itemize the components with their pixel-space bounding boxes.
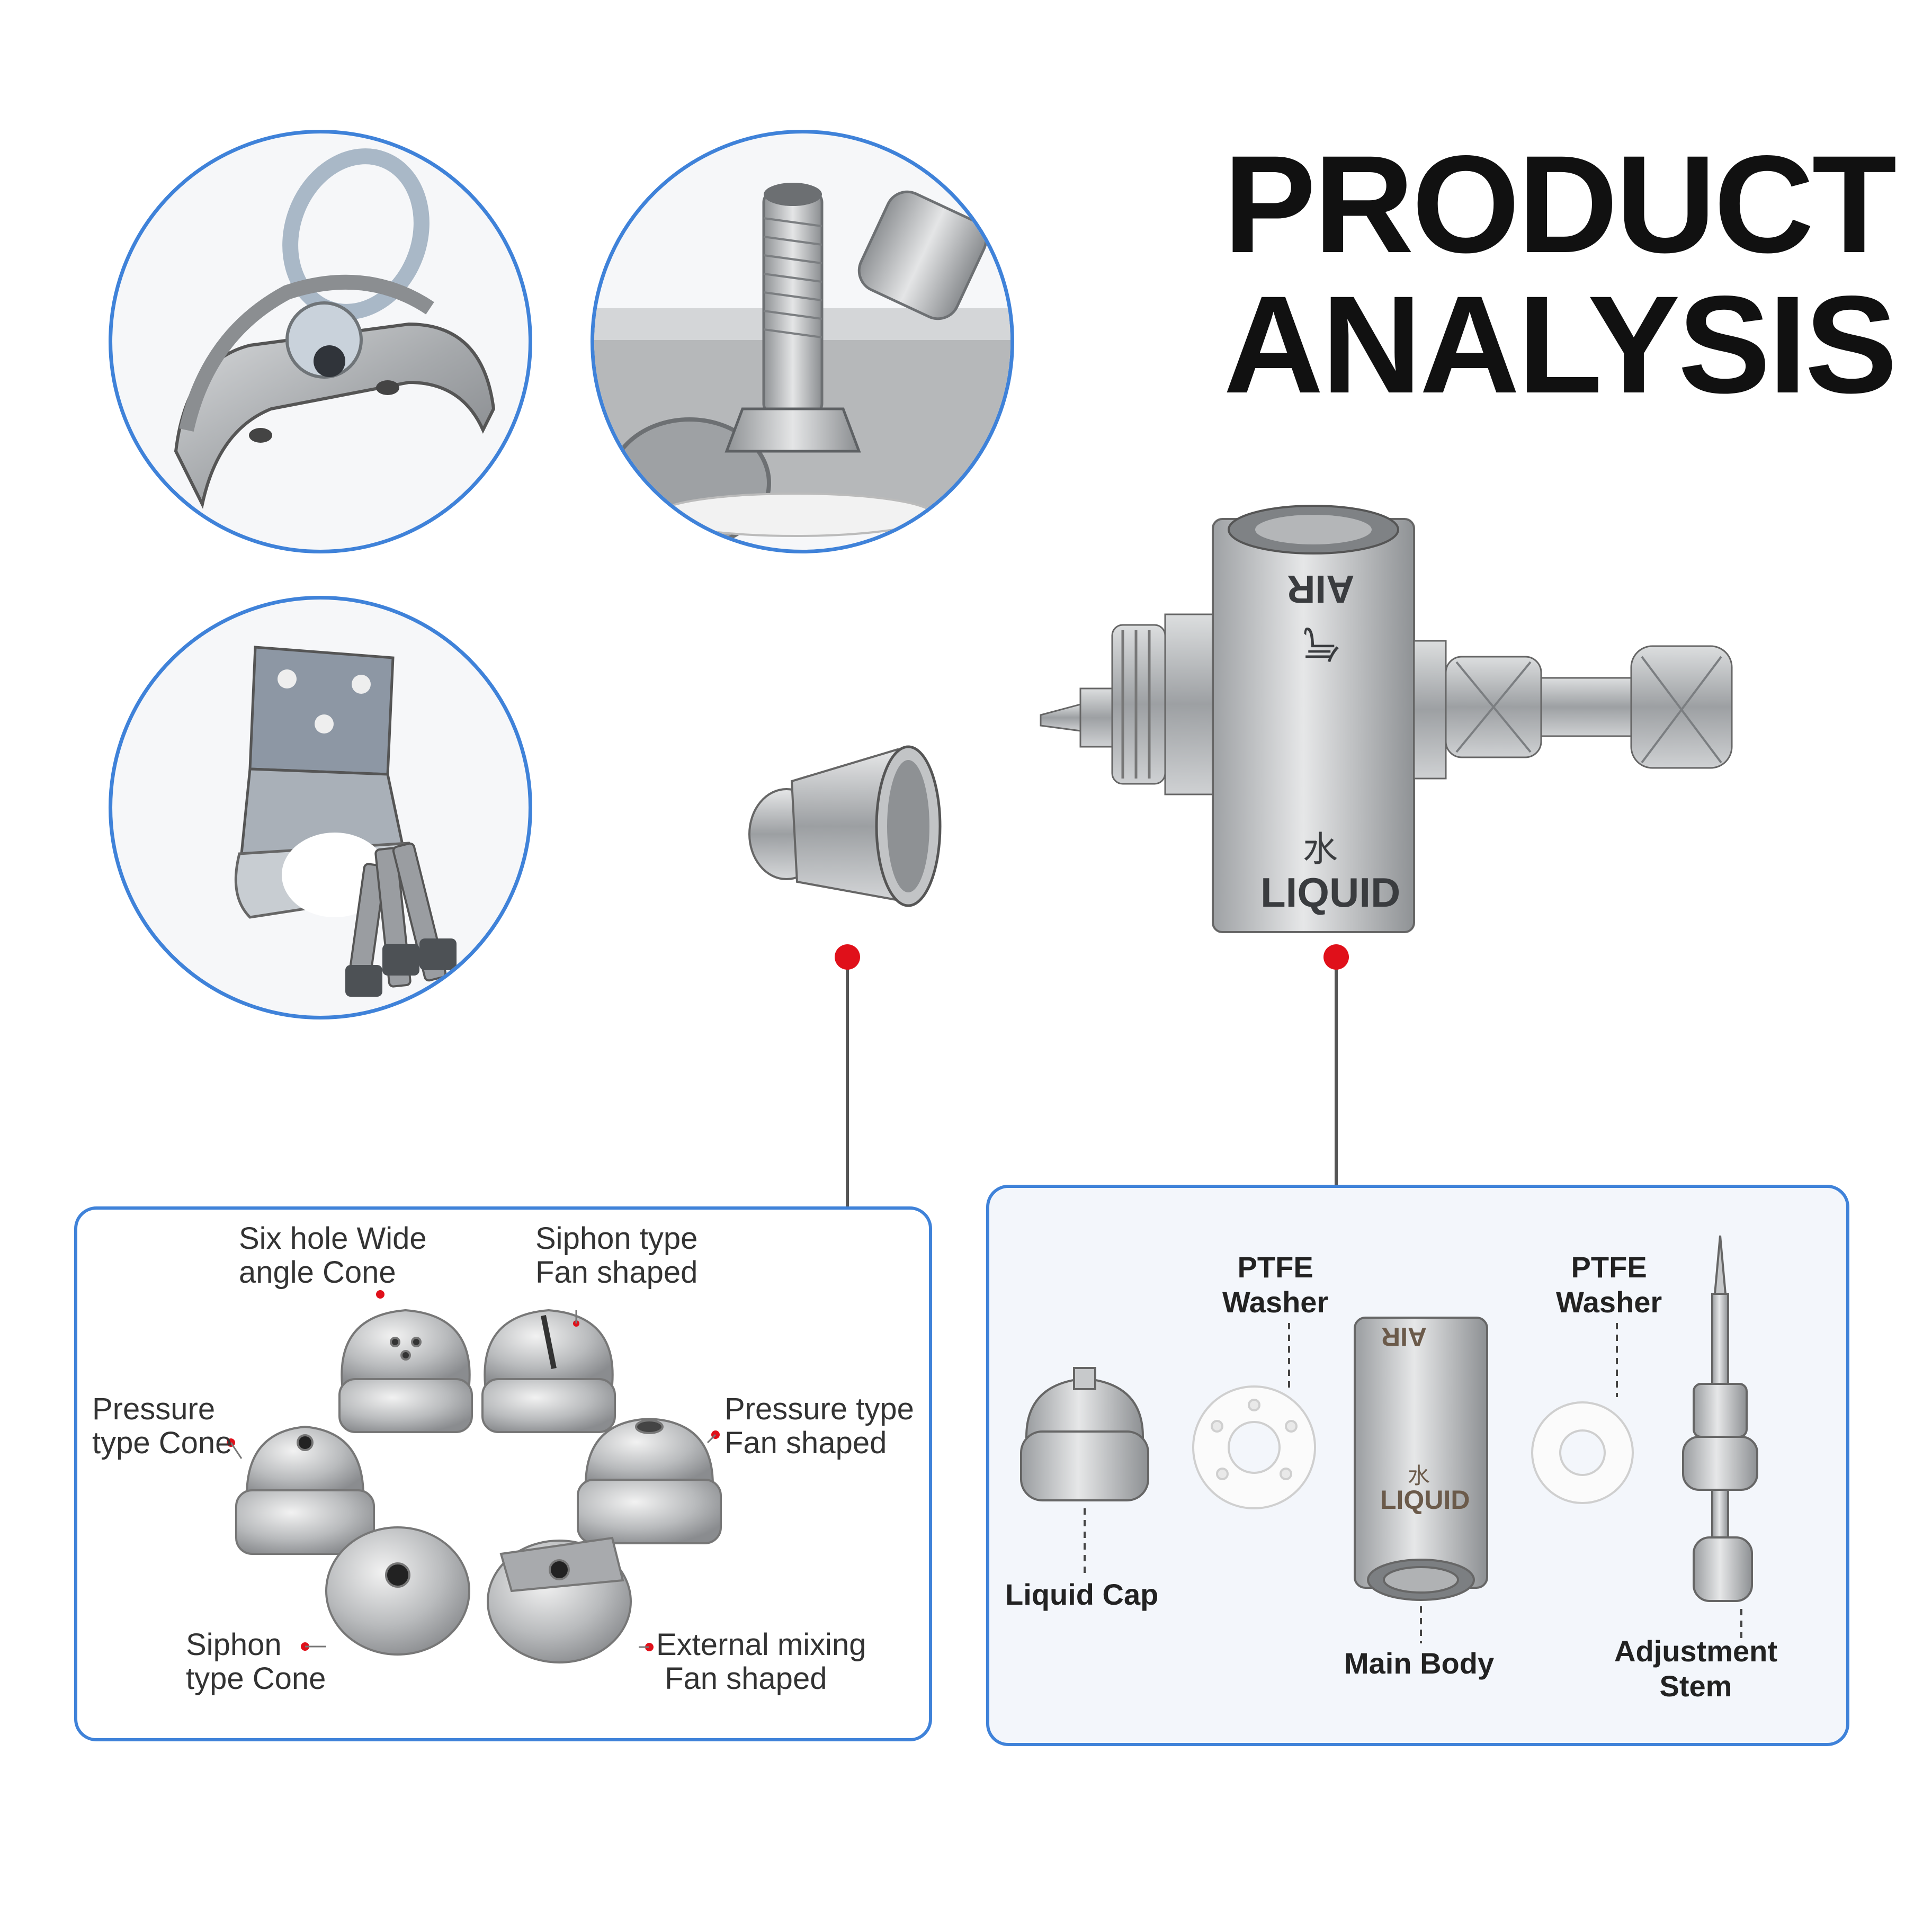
title-line-1: PRODUCT xyxy=(1223,127,1897,282)
label-pressure-cone: Pressure type Cone xyxy=(92,1392,232,1460)
l-bracket-photo xyxy=(234,646,457,997)
main-body-liquid: LIQUID xyxy=(1380,1485,1470,1515)
nozzle-external-fan xyxy=(487,1536,632,1663)
body-engraving-air: AIR xyxy=(1287,567,1355,611)
label-external-fan: External mixing Fan shaped xyxy=(656,1627,866,1696)
atomizer-body-photo xyxy=(1040,505,1733,933)
nozzle-pressure-fan xyxy=(577,1417,722,1544)
adjustment-stem-part xyxy=(1682,1235,1758,1602)
nozzle-siphon-cone xyxy=(325,1526,470,1656)
nozzle-cap-photo xyxy=(748,745,942,907)
ptfe-washer-left xyxy=(1192,1385,1316,1509)
body-engraving-liquid: LIQUID xyxy=(1260,869,1401,916)
label-main-body: Main Body xyxy=(1344,1647,1495,1680)
nozzle-siphon-fan xyxy=(481,1309,616,1433)
main-body-part xyxy=(1354,1317,1488,1601)
nozzle-pressure-cone xyxy=(235,1425,375,1555)
marker-dot-right xyxy=(1323,944,1349,970)
label-ptfe-washer-left: PTFE Washer xyxy=(1222,1250,1329,1319)
main-body-char: 水 xyxy=(1408,1463,1430,1489)
label-siphon-cone: Siphon type Cone xyxy=(186,1627,326,1696)
nozzle-types-panel: Six hole Wide angle Cone Siphon type Fan… xyxy=(74,1206,932,1741)
liquid-cap-part xyxy=(1020,1367,1149,1501)
label-liquid-cap: Liquid Cap xyxy=(1005,1578,1159,1611)
marker-dot-left xyxy=(835,944,860,970)
title-line-2: ANALYSIS xyxy=(1223,267,1898,422)
ring-bracket-circle xyxy=(109,130,532,553)
ring-bracket-photo xyxy=(174,148,496,509)
screw-body-circle xyxy=(591,130,1014,553)
parts-panel: AIR 水 LIQUID PTFE Washer PTFE Washer Liq… xyxy=(986,1185,1849,1746)
body-engraving-water-char: 水 xyxy=(1303,829,1338,870)
label-siphon-fan: Siphon type Fan shaped xyxy=(535,1221,698,1290)
screw-body-photo xyxy=(594,183,1010,549)
main-body-air: AIR xyxy=(1381,1322,1427,1352)
label-ptfe-washer-right: PTFE Washer xyxy=(1556,1250,1662,1319)
body-engraving-air-char: 气 xyxy=(1303,622,1340,665)
nozzle-caps-group xyxy=(227,1290,722,1663)
atomizer-body: AIR 气 水 LIQUID xyxy=(1038,498,1753,948)
l-bracket-circle xyxy=(109,596,532,1019)
ptfe-washer-right xyxy=(1531,1401,1634,1504)
label-adjustment-stem: Adjustment Stem xyxy=(1614,1634,1777,1703)
label-pressure-fan: Pressure type Fan shaped xyxy=(724,1392,914,1460)
nozzle-six-hole xyxy=(338,1309,473,1433)
label-six-hole-cone: Six hole Wide angle Cone xyxy=(239,1221,427,1290)
parts-group xyxy=(1020,1235,1758,1643)
